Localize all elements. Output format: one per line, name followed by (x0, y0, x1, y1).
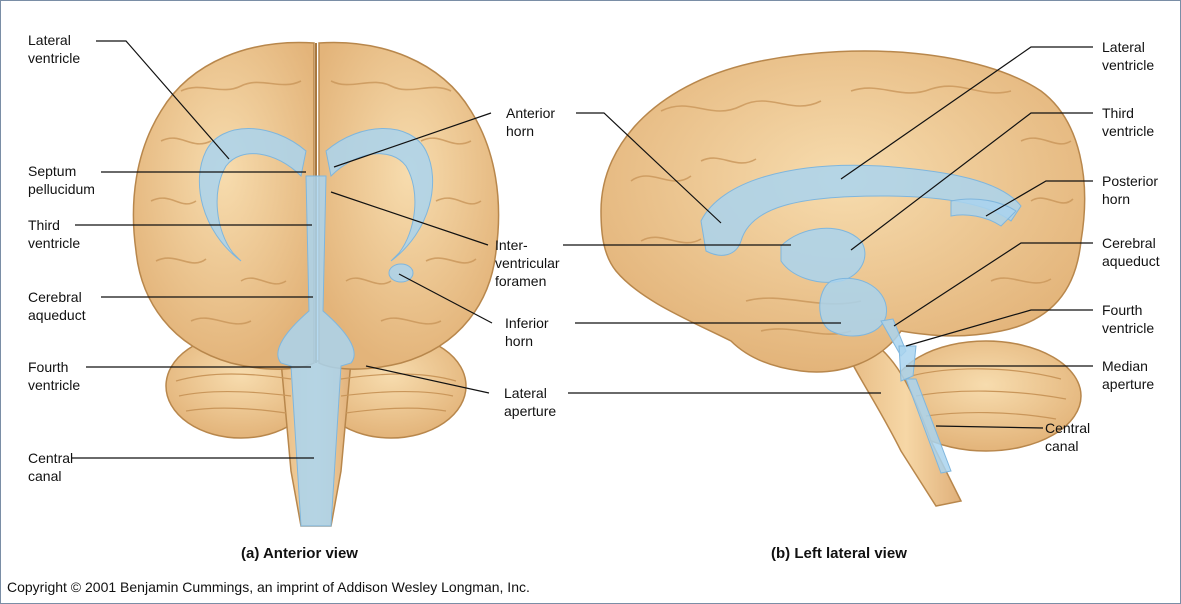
label-b-cerebral-aqueduct: Cerebral aqueduct (1102, 234, 1160, 270)
label-b-fourth-ventricle: Fourth ventricle (1102, 301, 1154, 337)
label-b-lateral-ventricle: Lateral ventricle (1102, 38, 1154, 74)
label-inferior-horn: Inferior horn (505, 314, 549, 350)
label-a-lateral-ventricle: Lateral ventricle (28, 31, 80, 67)
label-b-central-canal: Central canal (1045, 419, 1090, 455)
label-a-third-ventricle: Third ventricle (28, 216, 80, 252)
label-a-central-canal: Central canal (28, 449, 73, 485)
label-b-median-aperture: Median aperture (1102, 357, 1154, 393)
label-anterior-horn: Anterior horn (506, 104, 555, 140)
label-a-fourth-ventricle: Fourth ventricle (28, 358, 80, 394)
label-b-posterior-horn: Posterior horn (1102, 172, 1158, 208)
label-a-septum-pellucidum: Septum pellucidum (28, 162, 95, 198)
left-hemisphere (133, 43, 314, 370)
caption-anterior-view: (a) Anterior view (241, 545, 358, 562)
copyright-notice: Copyright © 2001 Benjamin Cummings, an i… (7, 579, 530, 595)
label-interventricular-foramen: Inter- ventricular foramen (495, 236, 560, 290)
anterior-view-drawing (133, 43, 498, 526)
caption-lateral-view: (b) Left lateral view (771, 545, 907, 562)
label-b-third-ventricle: Third ventricle (1102, 104, 1154, 140)
label-lateral-aperture: Lateral aperture (504, 384, 556, 420)
label-a-cerebral-aqueduct: Cerebral aqueduct (28, 288, 86, 324)
lateral-view-drawing (601, 51, 1085, 506)
